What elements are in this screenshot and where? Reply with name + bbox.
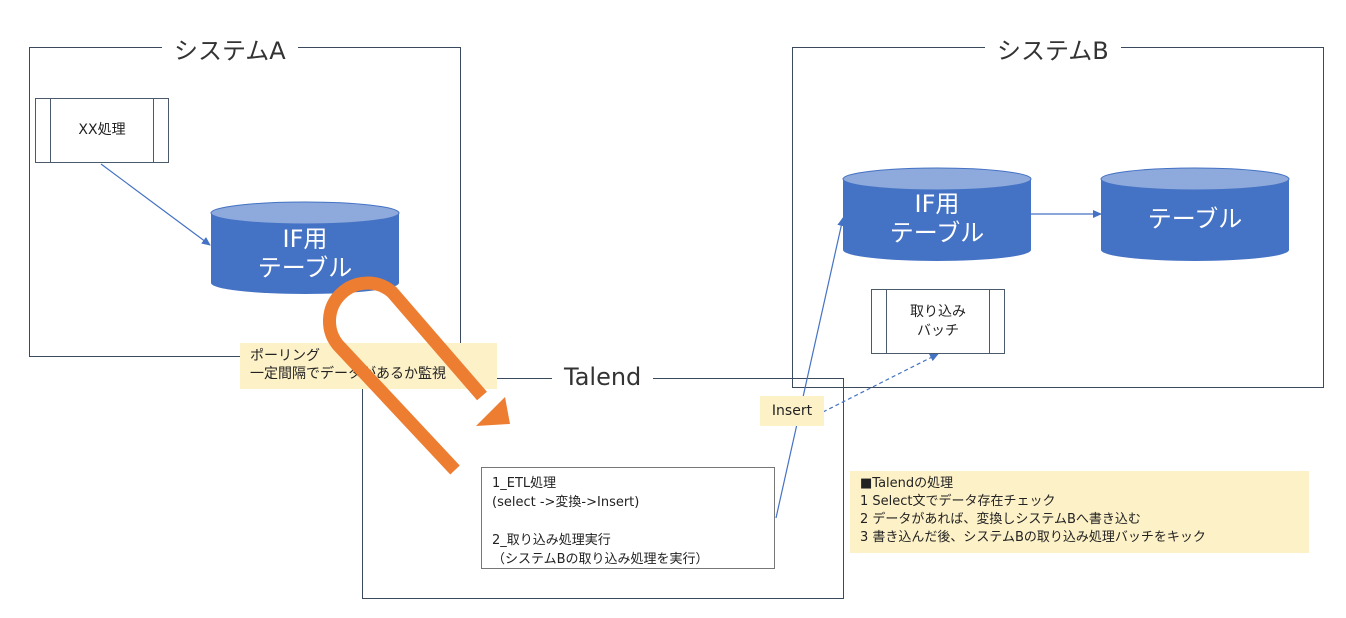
if-table-a-label: IF用 テーブル <box>257 225 353 282</box>
talend-process-note: ■Talendの処理 1 Select文でデータ存在チェック 2 データがあれば… <box>850 471 1309 553</box>
talend-title: Talend <box>552 362 654 392</box>
import-batch-box: 取り込み バッチ <box>871 289 1005 354</box>
arrow-talend-to-if-table-b <box>775 217 846 519</box>
table-b-cylinder <box>1100 167 1290 261</box>
xx-process-label: XX処理 <box>78 122 126 138</box>
import-batch-label: 取り込み バッチ <box>910 303 966 339</box>
polling-note: ポーリング 一定間隔でデータがあるか監視 <box>240 343 497 389</box>
if-table-a-cylinder <box>210 201 400 294</box>
table-b-label: テーブル <box>1147 204 1243 233</box>
arrow-insert-to-batch <box>822 353 939 413</box>
system-b-title: システムB <box>985 36 1121 66</box>
system-a-title: システムA <box>162 36 298 66</box>
xx-process-box: XX処理 <box>35 98 169 163</box>
arrow-process-to-if-table <box>100 163 211 246</box>
if-table-b-cylinder <box>842 167 1032 261</box>
talend-steps-box: 1_ETL処理 (select ->変換->Insert) 2_取り込み処理実行… <box>481 467 775 569</box>
if-table-b-label: IF用 テーブル <box>889 190 985 247</box>
insert-note: Insert <box>760 396 824 426</box>
